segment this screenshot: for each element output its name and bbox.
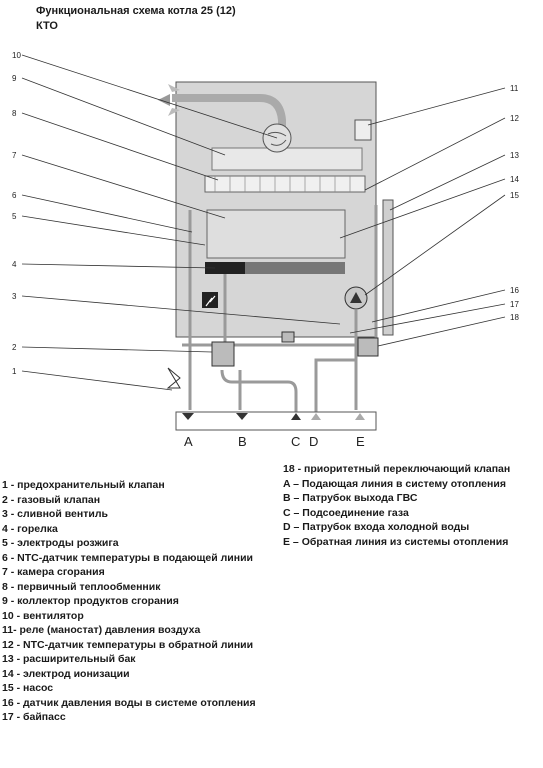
title-line-2: КТО: [36, 20, 58, 32]
leader-lines: [21, 54, 506, 391]
diagram-title: Функциональная схема котла 25 (12) КТО: [36, 4, 236, 34]
burner-dark: [205, 262, 245, 274]
legend-item: A – Подающая линия в систему отопления: [283, 477, 506, 490]
callout-6: 6: [12, 191, 17, 200]
air-pressure-switch: [354, 119, 372, 141]
legend-item: 15 - насос: [2, 682, 54, 694]
flue-collector: [211, 147, 363, 171]
callout-3: 3: [12, 292, 17, 301]
legend-item: D – Патрубок входа холодной воды: [283, 521, 470, 533]
legend-item: E – Обратная линия из системы отопления: [283, 535, 509, 548]
callout-17: 17: [510, 300, 519, 309]
pump-triangle-icon: [350, 292, 362, 303]
legend-item: 7 - камера сгорания: [2, 566, 105, 578]
gas-valve: [211, 341, 235, 367]
priority-valve: [357, 337, 379, 357]
callout-8: 8: [12, 109, 17, 118]
legend-item: C – Подсоединение газа: [283, 506, 409, 519]
port-a: A: [184, 434, 193, 449]
legend-item: 1 - предохранительный клапан: [2, 479, 165, 491]
legend-item: 2 - газовый клапан: [2, 493, 101, 506]
air-arrow-bottom-icon: [168, 108, 180, 116]
boiler-schematic: A B C D E 10 9 8 7 6 5 4 3 2 1 11 12 13 …: [12, 51, 519, 449]
port-d: D: [309, 434, 318, 449]
port-arrows: [182, 413, 365, 420]
legend-item: B – Патрубок выхода ГВС: [283, 492, 418, 504]
fan-blades-icon: [267, 131, 287, 146]
legend-item: 12 - NTC-датчик температуры в обратной л…: [2, 638, 254, 651]
legend-item: 6 - NTC-датчик температуры в подающей ли…: [2, 551, 253, 564]
callout-13: 13: [510, 151, 519, 160]
exchanger-fins: [214, 176, 351, 192]
legend-right: 18 - приоритетный переключающий клапан A…: [283, 462, 541, 549]
callout-15: 15: [510, 191, 519, 200]
callout-18: 18: [510, 313, 519, 322]
title-line-1: Функциональная схема котла 25 (12): [36, 5, 236, 17]
combustion-chamber: [206, 209, 346, 259]
air-arrow-top-icon: [168, 84, 180, 92]
legend-item: 9 - коллектор продуктов сгорания: [2, 595, 179, 607]
legend-item: 17 - байпасс: [2, 711, 66, 723]
legend-item: 14 - электрод ионизации: [2, 667, 130, 680]
safety-valve-icon: [166, 367, 181, 389]
legend-left: 1 - предохранительный клапан 2 - газовый…: [2, 478, 274, 725]
lightning-icon: [205, 295, 216, 307]
port-e: E: [356, 434, 365, 449]
legend-item: 11- реле (маностат) давления воздуха: [2, 624, 201, 636]
legend-item: 16 - датчик давления воды в системе отоп…: [2, 696, 256, 709]
expansion-tank: [382, 199, 394, 336]
legend-item: 18 - приоритетный переключающий клапан: [283, 463, 511, 475]
callout-9: 9: [12, 74, 17, 83]
flue-duct: [172, 94, 286, 130]
callout-7: 7: [12, 151, 17, 160]
callout-2: 2: [12, 343, 17, 352]
legend-item: 4 - горелка: [2, 522, 58, 535]
legend-item: 5 - электроды розжига: [2, 537, 119, 549]
callout-10: 10: [12, 51, 21, 60]
callout-16: 16: [510, 286, 519, 295]
legend-item: 8 - первичный теплообменник: [2, 580, 161, 593]
pressure-sensor: [281, 331, 295, 343]
port-b: B: [238, 434, 247, 449]
callout-5: 5: [12, 212, 17, 221]
bottom-frame: [175, 411, 377, 431]
callout-11: 11: [510, 84, 519, 93]
legend-item: 3 - сливной вентиль: [2, 508, 108, 520]
callout-14: 14: [510, 175, 519, 184]
port-c: C: [291, 434, 300, 449]
flue-arrow-icon: [158, 94, 170, 106]
callout-4: 4: [12, 260, 17, 269]
callout-12: 12: [510, 114, 519, 123]
callout-1: 1: [12, 367, 17, 376]
primary-heat-exchanger: [204, 175, 366, 193]
legend-item: 13 - расширительный бак: [2, 653, 136, 665]
legend-item: 10 - вентилятор: [2, 609, 84, 622]
